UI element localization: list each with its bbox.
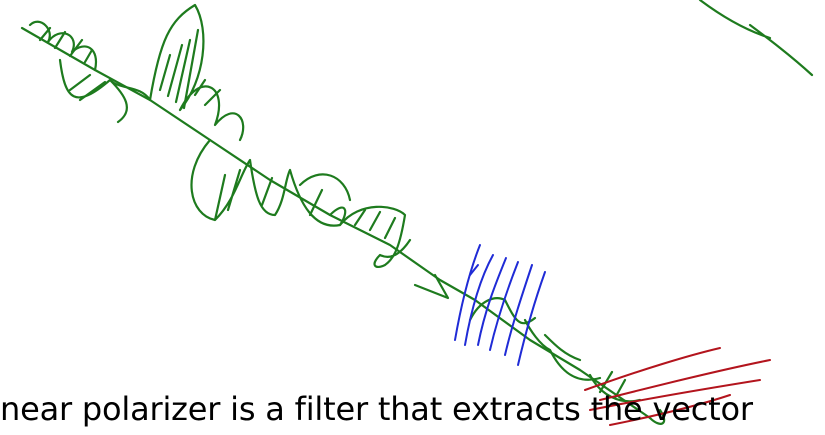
wave-packet-right xyxy=(338,205,412,269)
stray-stroke-top-right xyxy=(698,0,814,77)
wave-packet-left xyxy=(28,3,245,142)
wave-hatch-left xyxy=(38,26,222,110)
caption-text: near polarizer is a filter that extracts… xyxy=(0,390,753,428)
wave-drawing xyxy=(20,0,814,425)
propagation-axis xyxy=(20,26,652,420)
crossout-strokes xyxy=(584,347,771,426)
polarizer-icon xyxy=(454,244,546,366)
arrowhead-icon xyxy=(413,273,450,300)
